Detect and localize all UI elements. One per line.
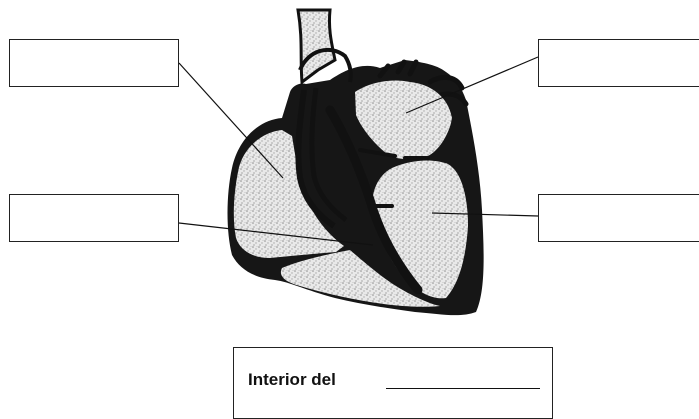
right-ventricle	[280, 250, 440, 307]
left-atrium	[355, 80, 452, 159]
leader-line-top-right	[405, 56, 539, 114]
leader-line-bottom-left	[178, 222, 374, 246]
septum	[325, 105, 423, 295]
leader-line-top-left	[178, 62, 284, 179]
pulmonary-vessels	[377, 59, 469, 107]
label-box-bottom-right[interactable]	[538, 194, 699, 242]
caption-prefix: Interior del	[248, 370, 336, 389]
caption-box: Interior del	[233, 347, 553, 419]
label-box-top-right[interactable]	[538, 39, 699, 87]
label-box-top-left[interactable]	[9, 39, 179, 87]
valve-lines	[358, 148, 430, 208]
label-box-bottom-left[interactable]	[9, 194, 179, 242]
leader-line-bottom-right	[431, 212, 539, 217]
aorta	[296, 8, 337, 85]
vena-cava	[295, 89, 336, 229]
caption-blank-line[interactable]	[386, 388, 540, 389]
aortic-arch	[298, 47, 353, 83]
vena-cava-inner	[309, 87, 348, 222]
right-atrium	[233, 130, 344, 258]
